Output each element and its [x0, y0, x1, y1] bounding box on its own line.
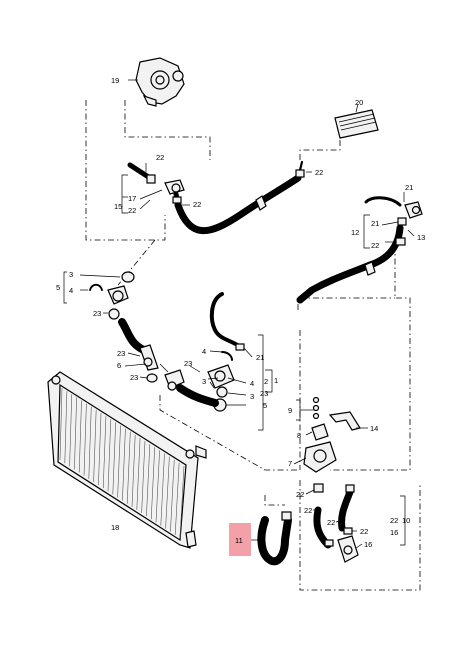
callout-21b: 21 — [371, 219, 379, 228]
callout-labels: 19 20 22 22 15 17 22 22 21 21 12 22 13 3… — [56, 76, 425, 549]
callout-22g: 22 — [304, 506, 312, 515]
callout-8: 8 — [297, 431, 301, 440]
radiator-fin — [146, 444, 151, 517]
radiator-fin — [102, 416, 107, 489]
radiator-fin — [64, 391, 68, 464]
part-19-pump-housing — [128, 57, 185, 107]
callout-12: 12 — [351, 228, 359, 237]
callout-3b: 3 — [202, 377, 206, 386]
callout-5b: 5 — [263, 401, 267, 410]
callout-18: 18 — [111, 523, 119, 532]
callout-15: 15 — [114, 202, 122, 211]
callout-22e: 22 — [371, 241, 379, 250]
callout-16b: 16 — [364, 540, 372, 549]
callout-22c: 22 — [128, 206, 136, 215]
connection-lines — [85, 100, 421, 591]
callout-3a: 3 — [69, 270, 73, 279]
part-12-hose-right — [296, 196, 423, 304]
radiator-fin — [78, 400, 82, 473]
callout-9: 9 — [288, 406, 292, 415]
radiator-fin — [150, 447, 156, 520]
part-7-aux-pump — [303, 396, 361, 493]
radiator-fin — [160, 453, 165, 526]
radiator-fin — [122, 428, 126, 501]
radiator-fin — [117, 425, 121, 498]
part-18-radiator — [47, 371, 207, 549]
callout-1: 1 — [274, 376, 278, 385]
part-2-flange-group — [139, 344, 235, 412]
radiator-fin — [112, 422, 116, 495]
callout-6: 6 — [117, 361, 121, 370]
callout-22h: 22 — [390, 516, 398, 525]
callout-22b: 22 — [315, 168, 323, 177]
callout-2: 2 — [264, 377, 268, 386]
callout-13: 13 — [417, 233, 425, 242]
upper-coolant-hose — [174, 160, 305, 235]
callout-23e: 23 — [260, 389, 268, 398]
part-11-hose — [257, 511, 292, 566]
callout-4b: 4 — [202, 347, 206, 356]
callout-16: 16 — [390, 528, 398, 537]
callout-10: 10 — [402, 516, 410, 525]
part-17-fitting — [127, 162, 185, 208]
radiator-fin — [155, 450, 160, 523]
radiator-fin — [74, 397, 77, 470]
radiator-fin — [131, 434, 136, 507]
highlight-box-11 — [229, 523, 251, 556]
callout-21c: 21 — [256, 353, 264, 362]
callout-7: 7 — [288, 459, 292, 468]
callout-5a: 5 — [56, 283, 60, 292]
radiator-fin — [174, 462, 180, 535]
callout-11: 11 — [235, 536, 243, 545]
radiator-fin — [98, 412, 102, 485]
callout-22a: 22 — [156, 153, 164, 162]
callout-4c: 4 — [250, 379, 254, 388]
radiator-fin — [126, 431, 131, 504]
part-21-thin-pipe — [209, 292, 245, 361]
callout-4a: 4 — [69, 286, 73, 295]
radiator-fin — [69, 394, 73, 467]
radiator-fin — [170, 459, 175, 532]
part-10-lower-hoses — [313, 484, 359, 563]
radiator-fin — [107, 419, 112, 492]
callout-23a: 23 — [93, 309, 101, 318]
radiator-fin — [88, 406, 92, 479]
callout-17: 17 — [128, 194, 136, 203]
radiator-fin — [59, 387, 63, 461]
callout-19: 19 — [111, 76, 119, 85]
callout-23d: 23 — [130, 373, 138, 382]
callout-14: 14 — [370, 424, 378, 433]
radiator-fin — [179, 465, 185, 539]
callout-22i: 22 — [327, 518, 335, 527]
callout-3c: 3 — [250, 392, 254, 401]
part-20-oil-cooler — [334, 103, 379, 139]
callout-22f: 22 — [296, 490, 304, 499]
callout-22j: 22 — [360, 527, 368, 536]
radiator-fin — [93, 409, 97, 482]
radiator-fin — [136, 437, 141, 510]
radiator-fin — [83, 403, 87, 476]
radiator-fin — [141, 441, 146, 514]
callout-20: 20 — [355, 98, 363, 107]
callout-21a: 21 — [405, 183, 413, 192]
callout-23c: 23 — [184, 359, 192, 368]
radiator-fin — [165, 456, 170, 529]
callout-23b: 23 — [117, 349, 125, 358]
callout-22d: 22 — [193, 200, 201, 209]
